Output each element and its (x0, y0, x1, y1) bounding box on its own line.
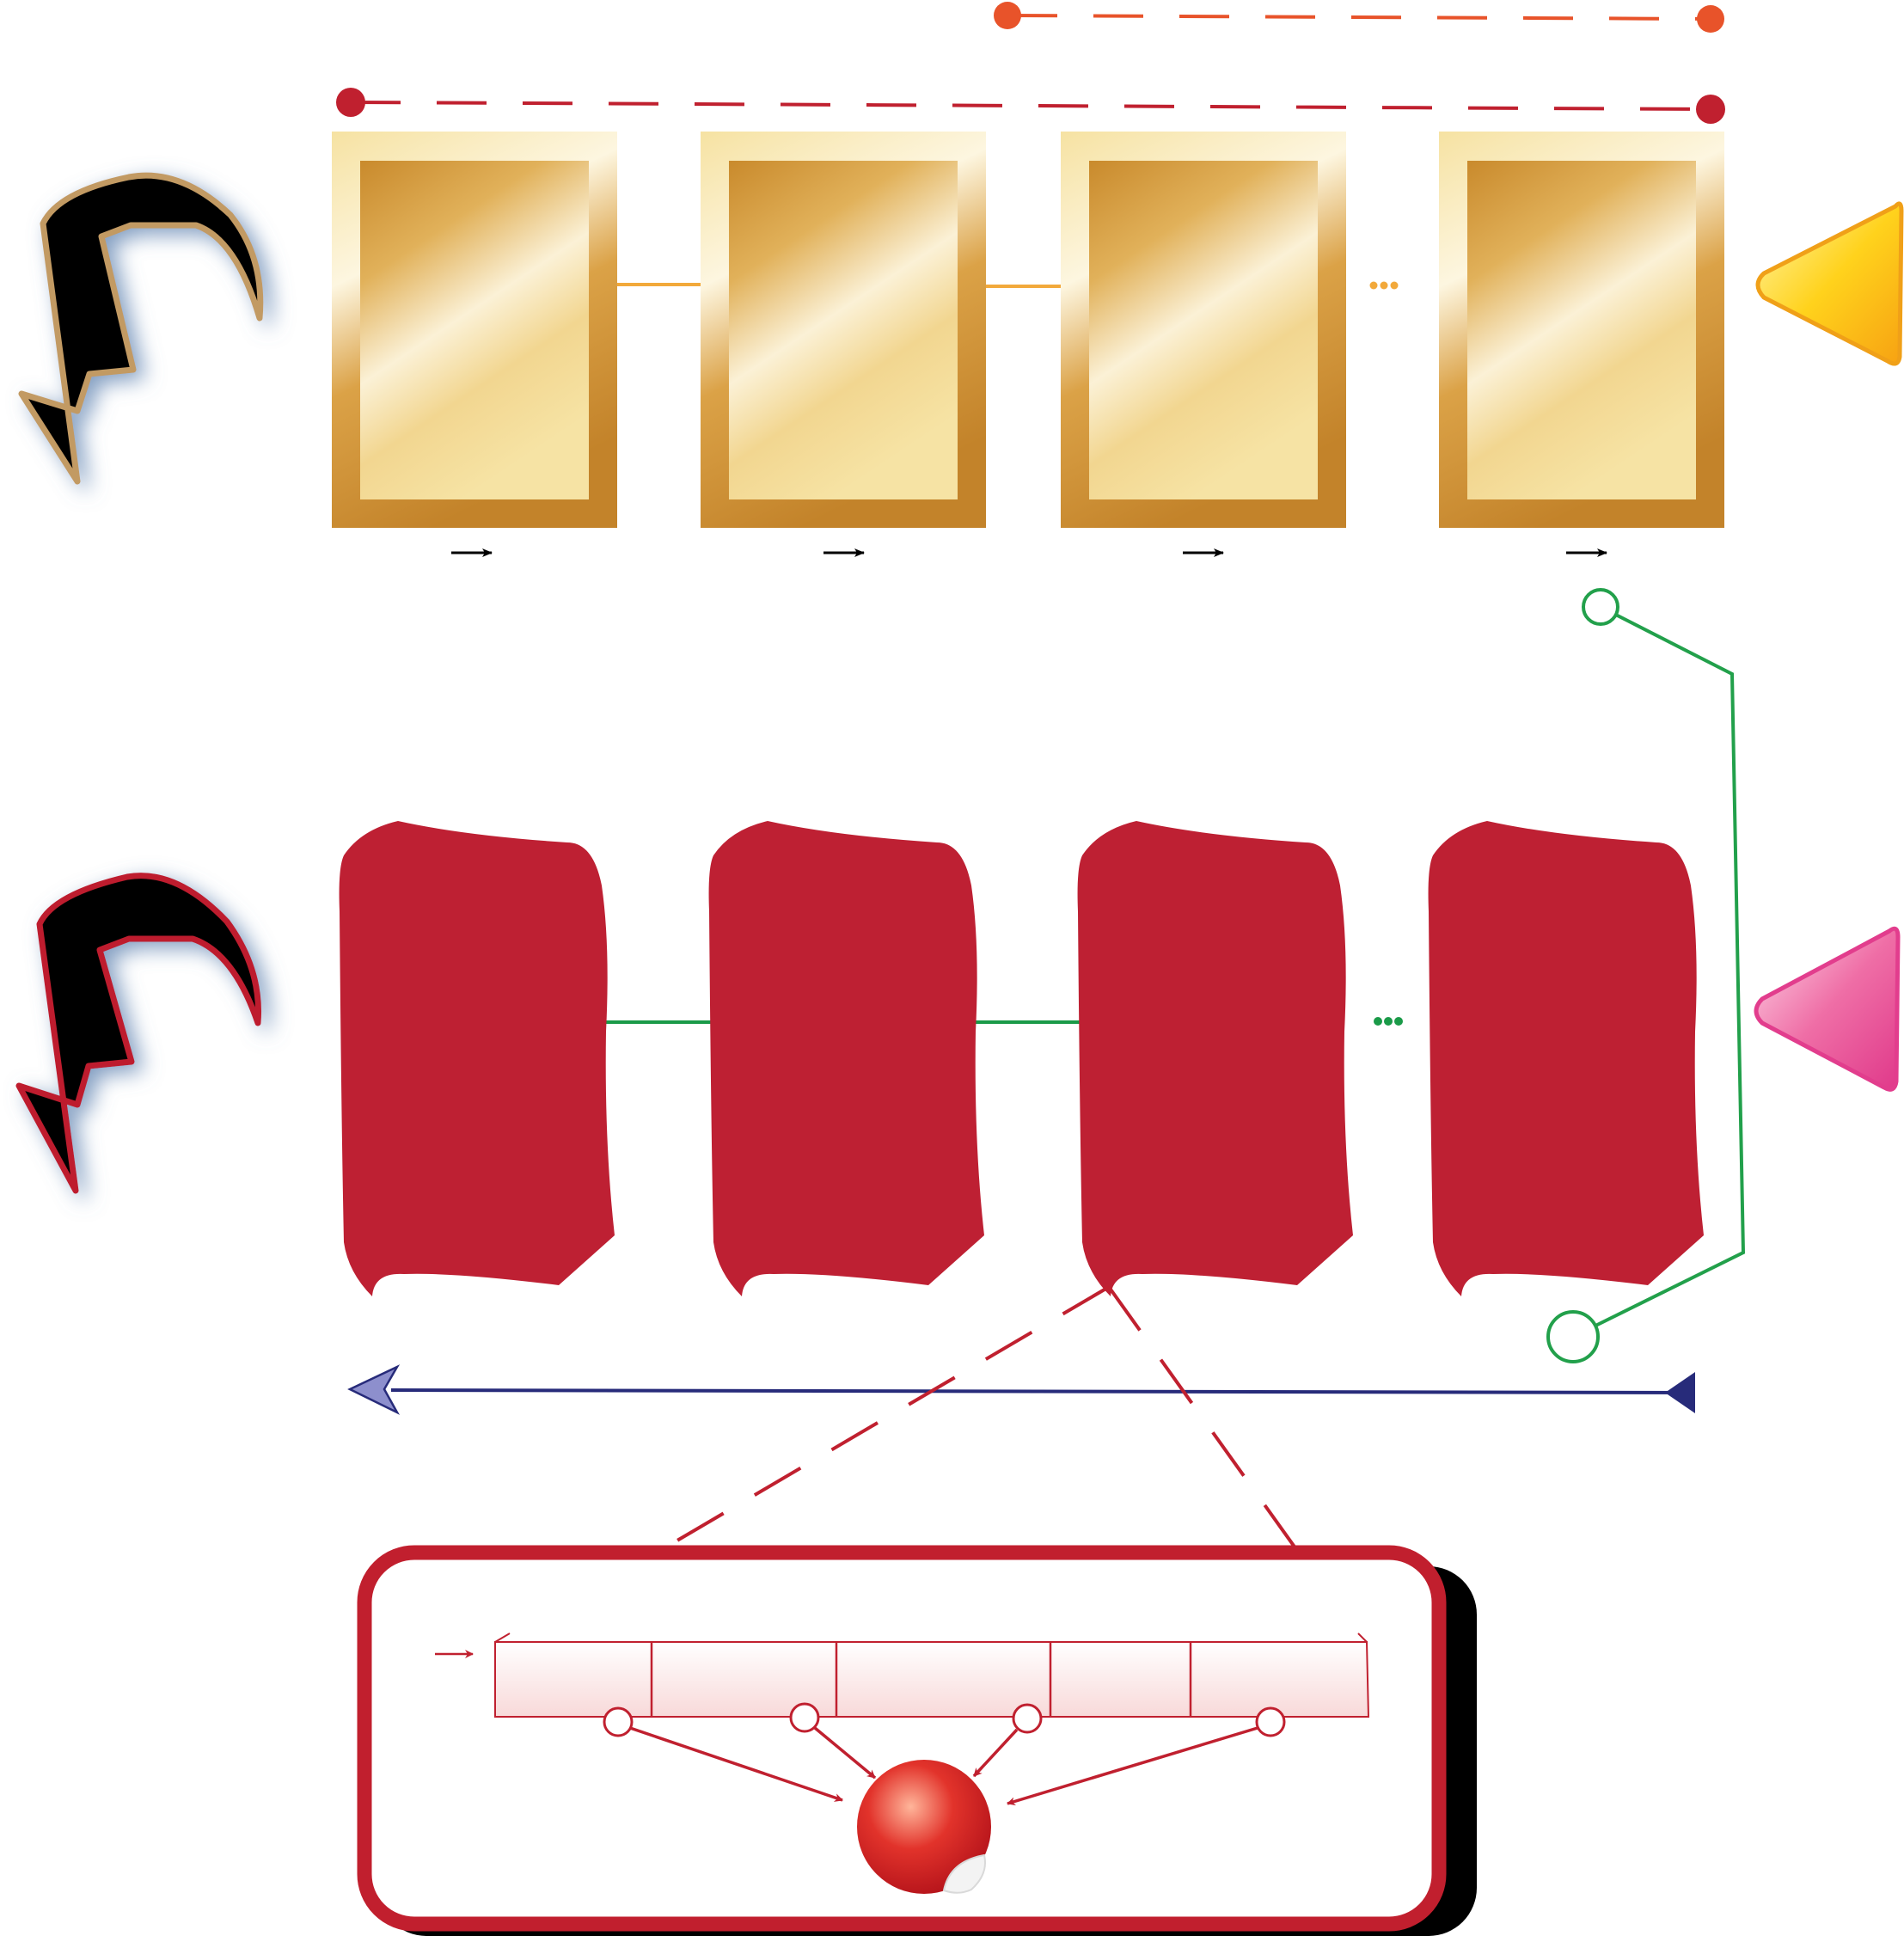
gold-card-2 (701, 132, 986, 528)
timeline-end-dot (1696, 95, 1725, 124)
converging-arrows (629, 1726, 1258, 1806)
timeline-end-dot (1697, 5, 1724, 33)
red-card-4 (1428, 821, 1704, 1296)
navy-direction-axis (347, 1364, 1695, 1415)
gold-card-3 (1061, 132, 1346, 528)
path-end-node (1546, 1310, 1600, 1363)
curved-down-arrow-icon (18, 172, 264, 485)
segment-ribbon (494, 1633, 1370, 1718)
triangle-left-icon (1754, 926, 1901, 1092)
curved-down-arrow-icon (15, 873, 262, 1194)
ribbon-node (603, 1706, 634, 1737)
orange-dashed-timeline (994, 2, 1724, 33)
peeling-sticker-icon (857, 1760, 991, 1894)
triangle-left-icon (1755, 201, 1904, 366)
gold-card-4 (1439, 132, 1724, 528)
detail-panel (357, 1545, 1477, 1936)
path-start-node (1582, 588, 1619, 626)
axis-end-marker (1665, 1372, 1695, 1413)
gold-card-row (332, 132, 1724, 557)
ellipsis-dots (1369, 281, 1399, 290)
axis-left-arrowhead (347, 1364, 401, 1415)
red-card-1 (339, 821, 615, 1296)
ellipsis-dots (1374, 1017, 1403, 1026)
ribbon-nodes (603, 1702, 1286, 1737)
ribbon-node (1012, 1703, 1043, 1734)
gold-card-1 (332, 132, 617, 528)
red-dashed-timeline (336, 88, 1725, 124)
green-routing-path (1546, 588, 1746, 1363)
timeline-start-dot (336, 88, 365, 117)
ribbon-node (789, 1702, 820, 1733)
red-card-3 (1077, 821, 1353, 1296)
timeline-start-dot (994, 2, 1021, 29)
red-card-row (339, 821, 1704, 1296)
ribbon-node (1255, 1706, 1286, 1737)
red-card-2 (708, 821, 984, 1296)
